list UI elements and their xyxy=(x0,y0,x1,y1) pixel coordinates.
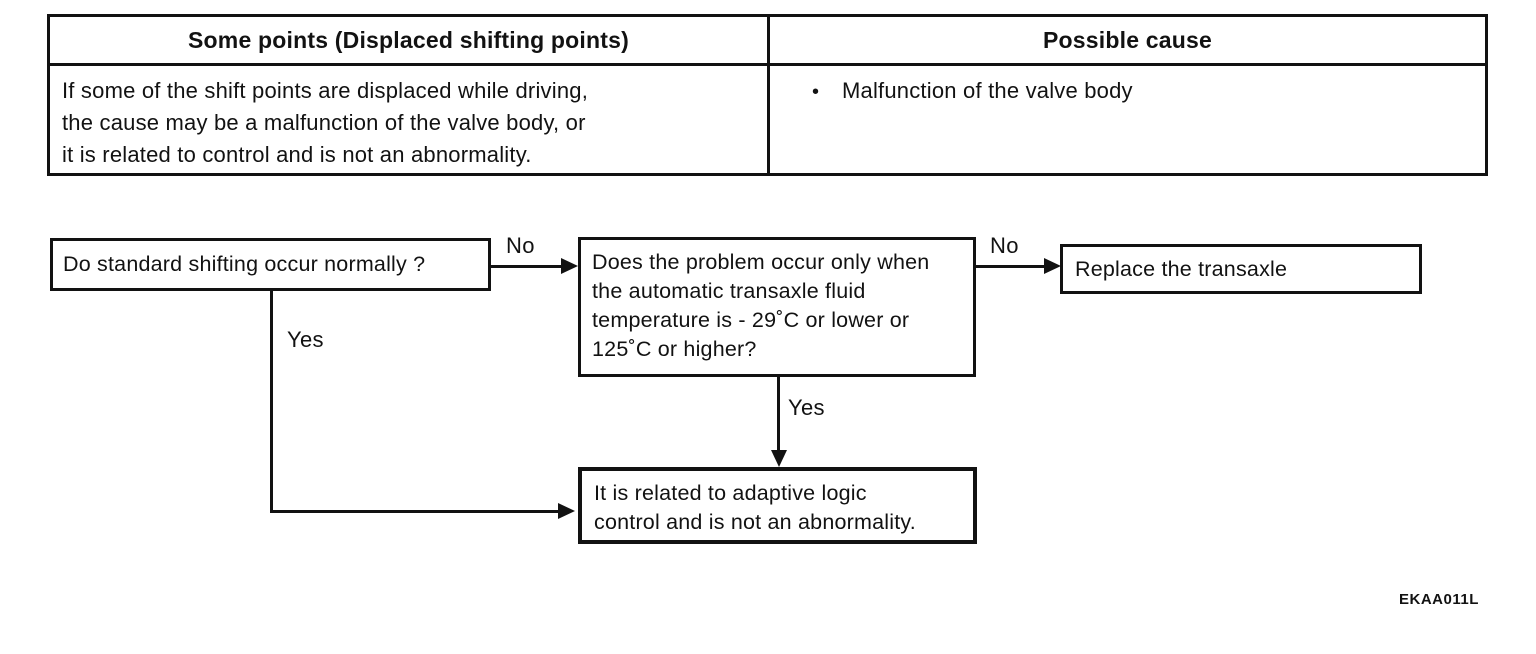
connector-yes-q1-vline xyxy=(270,291,273,513)
connector-yes-q1-hline xyxy=(270,510,560,513)
table-header-divider xyxy=(50,63,1485,66)
arrowhead-yes-q2-icon xyxy=(771,450,787,467)
flow-node-standard-shifting: Do standard shifting occur normally ? xyxy=(50,238,491,291)
arrowhead-no-q2-icon xyxy=(1044,258,1061,274)
branch-label-no-q1: No xyxy=(506,233,535,258)
branch-label-yes-q2: Yes xyxy=(788,395,825,420)
branch-label-no-q2: No xyxy=(990,233,1019,258)
flow-node-adaptive-logic: It is related to adaptive logic control … xyxy=(578,467,977,544)
table-cell-symptom: If some of the shift points are displace… xyxy=(62,78,589,167)
connector-yes-q2-line xyxy=(777,377,780,452)
connector-no-q1-line xyxy=(491,265,564,268)
branch-label-yes-q1: Yes xyxy=(287,327,324,352)
arrowhead-no-q1-icon xyxy=(561,258,578,274)
arrowhead-yes-q1-icon xyxy=(558,503,575,519)
table-cell-cause: • Malfunction of the valve body xyxy=(770,66,1485,173)
table-header-symptom: Some points (Displaced shifting points) xyxy=(188,26,629,53)
figure-code: EKAA011L xyxy=(1399,591,1479,608)
table-header-cause: Possible cause xyxy=(1043,26,1212,53)
symptom-cause-table: Some points (Displaced shifting points) … xyxy=(47,14,1488,176)
bullet-marker: • xyxy=(812,81,820,103)
flow-node-replace-transaxle: Replace the transaxle xyxy=(1060,244,1422,294)
table-column-divider xyxy=(767,17,770,173)
connector-no-q2-line xyxy=(976,265,1048,268)
flow-node-fluid-temperature: Does the problem occur only when the aut… xyxy=(578,237,976,377)
cause-text: Malfunction of the valve body xyxy=(842,78,1133,103)
